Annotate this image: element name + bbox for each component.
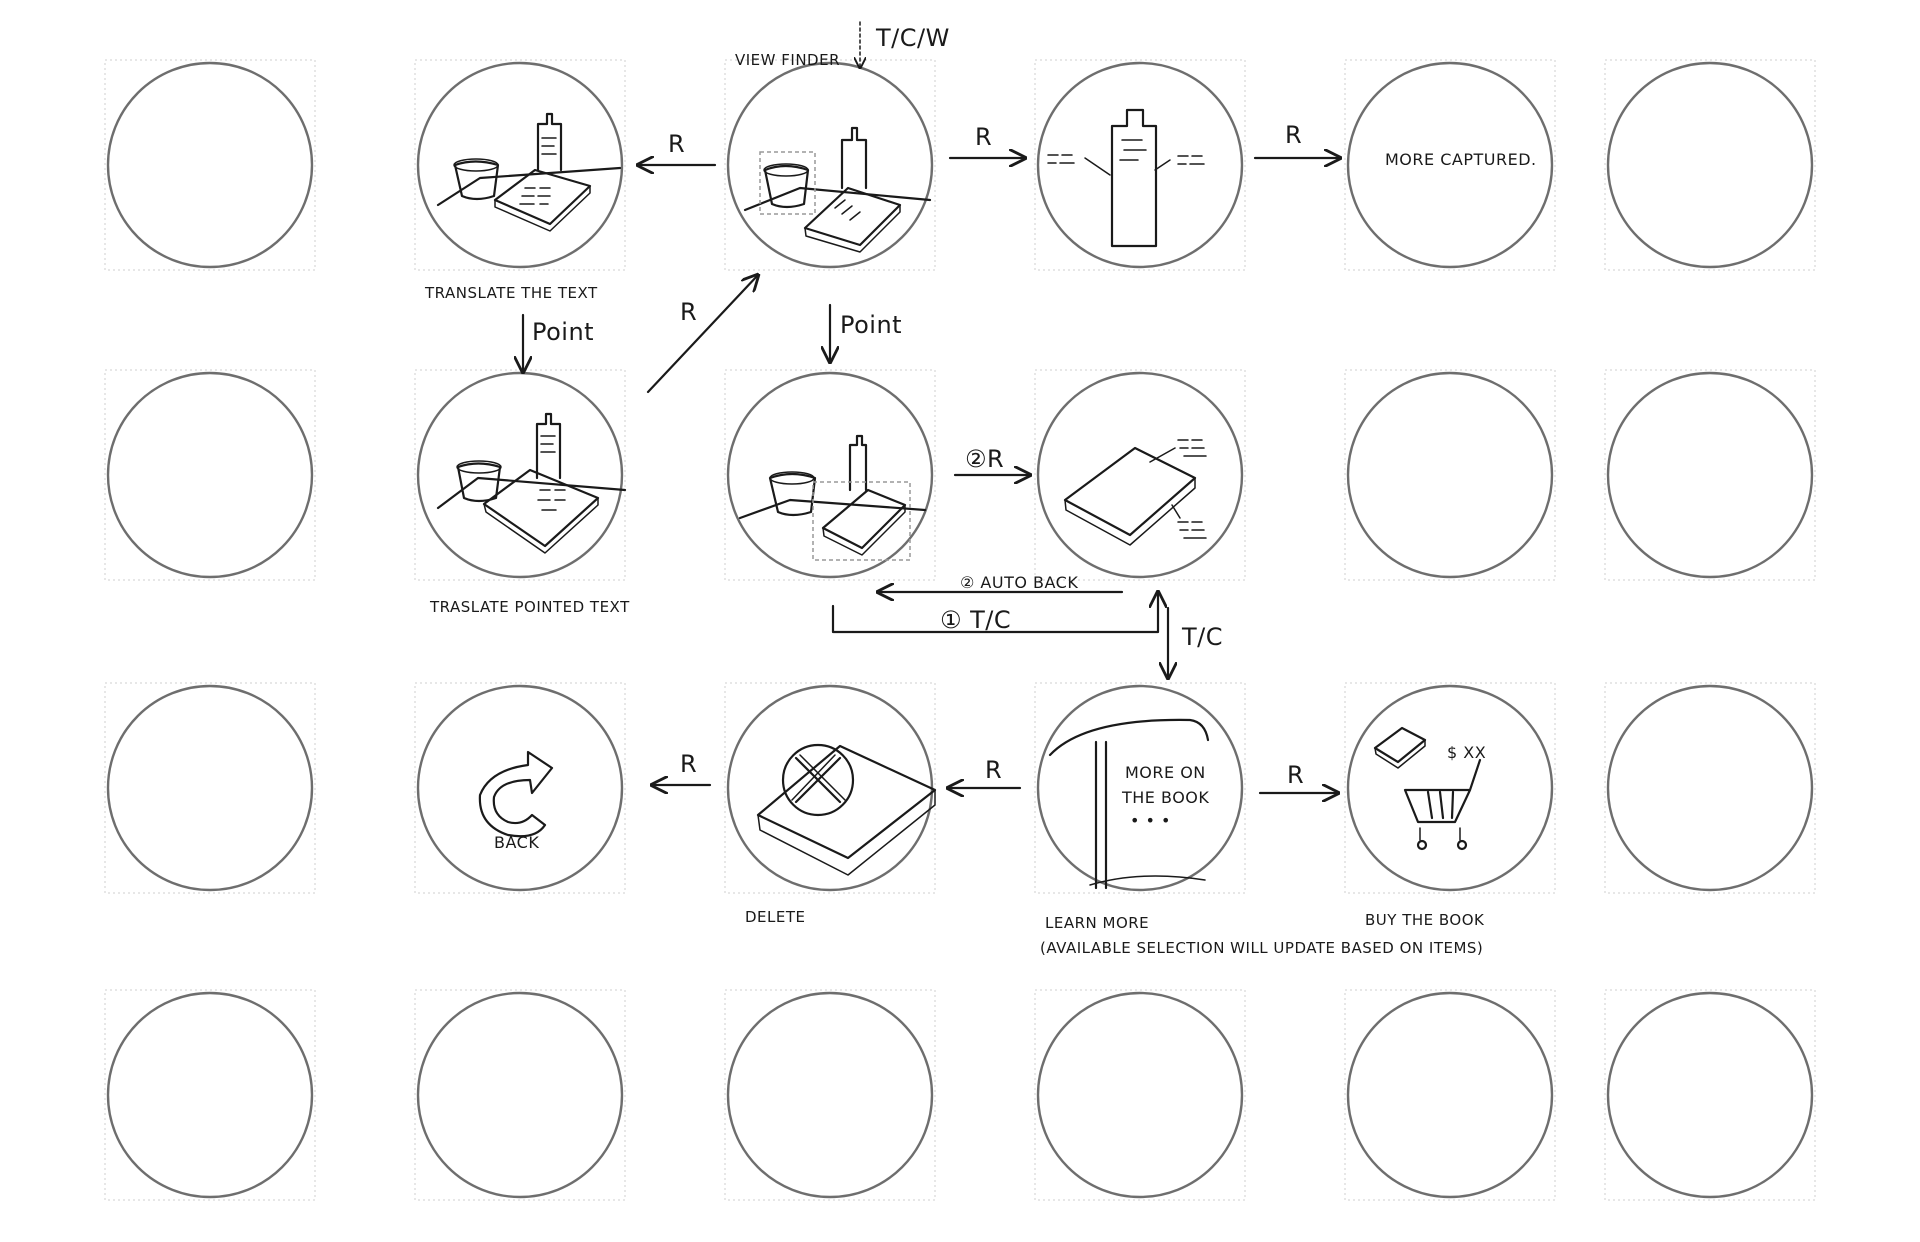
screen-frame [1344, 682, 1556, 894]
learn-more-line2: THE BOOK [1121, 788, 1209, 807]
screen-frame [724, 682, 936, 894]
screen-frame [104, 59, 316, 271]
learn-more-note: (AVAILABLE SELECTION WILL UPDATE BASED O… [1040, 939, 1483, 957]
watch-grid [104, 59, 1816, 1201]
screen-tower-text [1047, 108, 1205, 248]
arrow-label-r: R [680, 298, 697, 326]
arrow-label-2r: ②R [965, 445, 1004, 473]
screen-frame [1034, 59, 1246, 271]
watch-face-r2-c2 [416, 371, 624, 579]
arrow-label-point: Point [840, 311, 902, 339]
learn-more-caption: LEARN MORE [1045, 914, 1149, 932]
screen-frame [104, 989, 316, 1201]
screen-point-selection [738, 434, 927, 561]
watch-face-r1-c4 [1036, 61, 1244, 269]
screen-frame [1604, 989, 1816, 1201]
screen-frame [1034, 369, 1246, 581]
arrow-label-r: R [1285, 121, 1302, 149]
arrow-label-1tc: ① T/C [940, 606, 1011, 634]
watch-face-r2-c1 [106, 371, 314, 579]
screen-frame [1034, 989, 1246, 1201]
watch-face-r3-c1 [106, 684, 314, 892]
arrow-label-r: R [1287, 761, 1304, 789]
screen-learn-more: MORE ON THE BOOK • • • [1048, 718, 1210, 890]
back-icon [478, 750, 554, 838]
watch-face-r2-c6 [1606, 371, 1814, 579]
arrow-label-tc: T/C [1181, 623, 1223, 651]
screen-frame [414, 989, 626, 1201]
watch-face-r1-c6 [1606, 61, 1814, 269]
arrow-label-point: Point [532, 318, 594, 346]
watch-face-r4-c1 [106, 991, 314, 1199]
learn-more-line1: MORE ON [1125, 763, 1206, 782]
screen-frame [724, 59, 936, 271]
screen-frame [104, 682, 316, 894]
watch-face-r2-c3 [726, 371, 934, 579]
screen-frame [414, 59, 626, 271]
cart-icon [1403, 758, 1482, 824]
back-label: BACK [494, 833, 539, 852]
watch-face-r3-c2 [416, 684, 624, 892]
screen-translate-pointed [436, 412, 627, 554]
screen-book-detail [1063, 439, 1207, 546]
screen-frame [414, 682, 626, 894]
arrow-label-r: R [680, 750, 697, 778]
screen-delete [756, 743, 937, 876]
watch-face-r4-c2 [416, 991, 624, 1199]
screen-view-finder [743, 126, 932, 253]
arrow-label-r: R [668, 130, 685, 158]
price-label: $ XX [1447, 743, 1486, 762]
watch-face-r1-c2 [416, 61, 624, 269]
watch-face-r3-c6 [1606, 684, 1814, 892]
watch-face-r1-c3 [726, 61, 934, 269]
delete-caption: DELETE [745, 908, 806, 926]
watch-face-r1-c1 [106, 61, 314, 269]
watch-face-r3-c4 [1036, 684, 1244, 892]
screen-back: BACK [478, 750, 554, 852]
arrow-label-r: R [975, 123, 992, 151]
watch-face-r4-c5 [1346, 991, 1554, 1199]
top-input-label: T/C/W [875, 24, 950, 52]
translate-text-caption: TRANSLATE THE TEXT [424, 284, 598, 302]
watch-face-r3-c5 [1346, 684, 1554, 892]
screen-frame [1344, 59, 1556, 271]
screen-frame [724, 369, 936, 581]
buy-book-caption: BUY THE BOOK [1365, 911, 1485, 929]
screen-frame [1344, 989, 1556, 1201]
more-captured-text: MORE CAPTURED. [1385, 150, 1537, 169]
screen-frame [1604, 369, 1816, 581]
view-finder-caption: VIEW FINDER [735, 51, 840, 69]
arrow-label-auto-back: ② AUTO BACK [960, 573, 1078, 592]
screen-frame [1034, 682, 1246, 894]
watch-face-r4-c3 [726, 991, 934, 1199]
screen-frame [1604, 682, 1816, 894]
learn-more-ellipsis: • • • [1130, 811, 1171, 830]
screen-buy-book: $ XX [1373, 726, 1486, 851]
screen-more-captured: MORE CAPTURED. [1385, 150, 1537, 169]
screen-frame [1344, 369, 1556, 581]
screen-translate-text [436, 112, 622, 232]
watch-face-r2-c4 [1036, 371, 1244, 579]
watch-face-r3-c3 [726, 684, 934, 892]
arrow-label-r: R [985, 756, 1002, 784]
watch-face-r4-c4 [1036, 991, 1244, 1199]
transitions: T/C/W VIEW FINDER R R R TRANSLATE THE TE… [424, 21, 1485, 957]
screen-frame [724, 989, 936, 1201]
screen-frame [1604, 59, 1816, 271]
watch-face-r4-c6 [1606, 991, 1814, 1199]
delete-icon [794, 756, 842, 804]
watch-face-r1-c5 [1346, 61, 1554, 269]
screen-frame [104, 369, 316, 581]
watch-face-r2-c5 [1346, 371, 1554, 579]
translate-pointed-caption: TRASLATE POINTED TEXT [429, 598, 630, 616]
